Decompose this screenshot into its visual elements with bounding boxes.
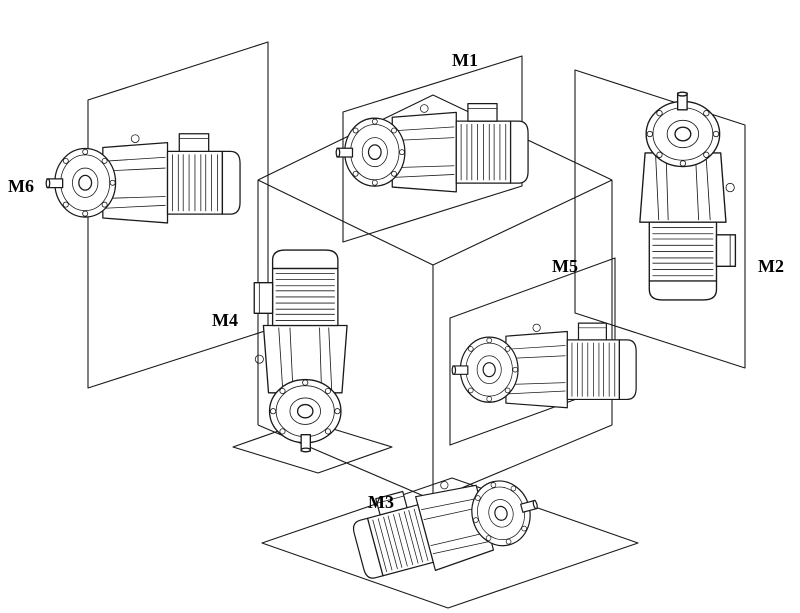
- gearmotor-m1-drawing: [335, 103, 529, 193]
- label-m2: M2: [758, 256, 784, 276]
- gearmotor-m2-drawing: [639, 91, 737, 301]
- label-m5: M5: [552, 256, 578, 276]
- label-m4: M4: [212, 310, 238, 330]
- label-m6: M6: [8, 176, 34, 196]
- gearmotor-m6-drawing: [45, 133, 241, 224]
- label-m3: M3: [368, 492, 394, 512]
- label-m1: M1: [452, 50, 478, 70]
- gearmotor-m3-drawing: [346, 458, 548, 589]
- gearmotor-m5-drawing: [451, 322, 637, 409]
- mounting-plane-m1: [342, 55, 523, 243]
